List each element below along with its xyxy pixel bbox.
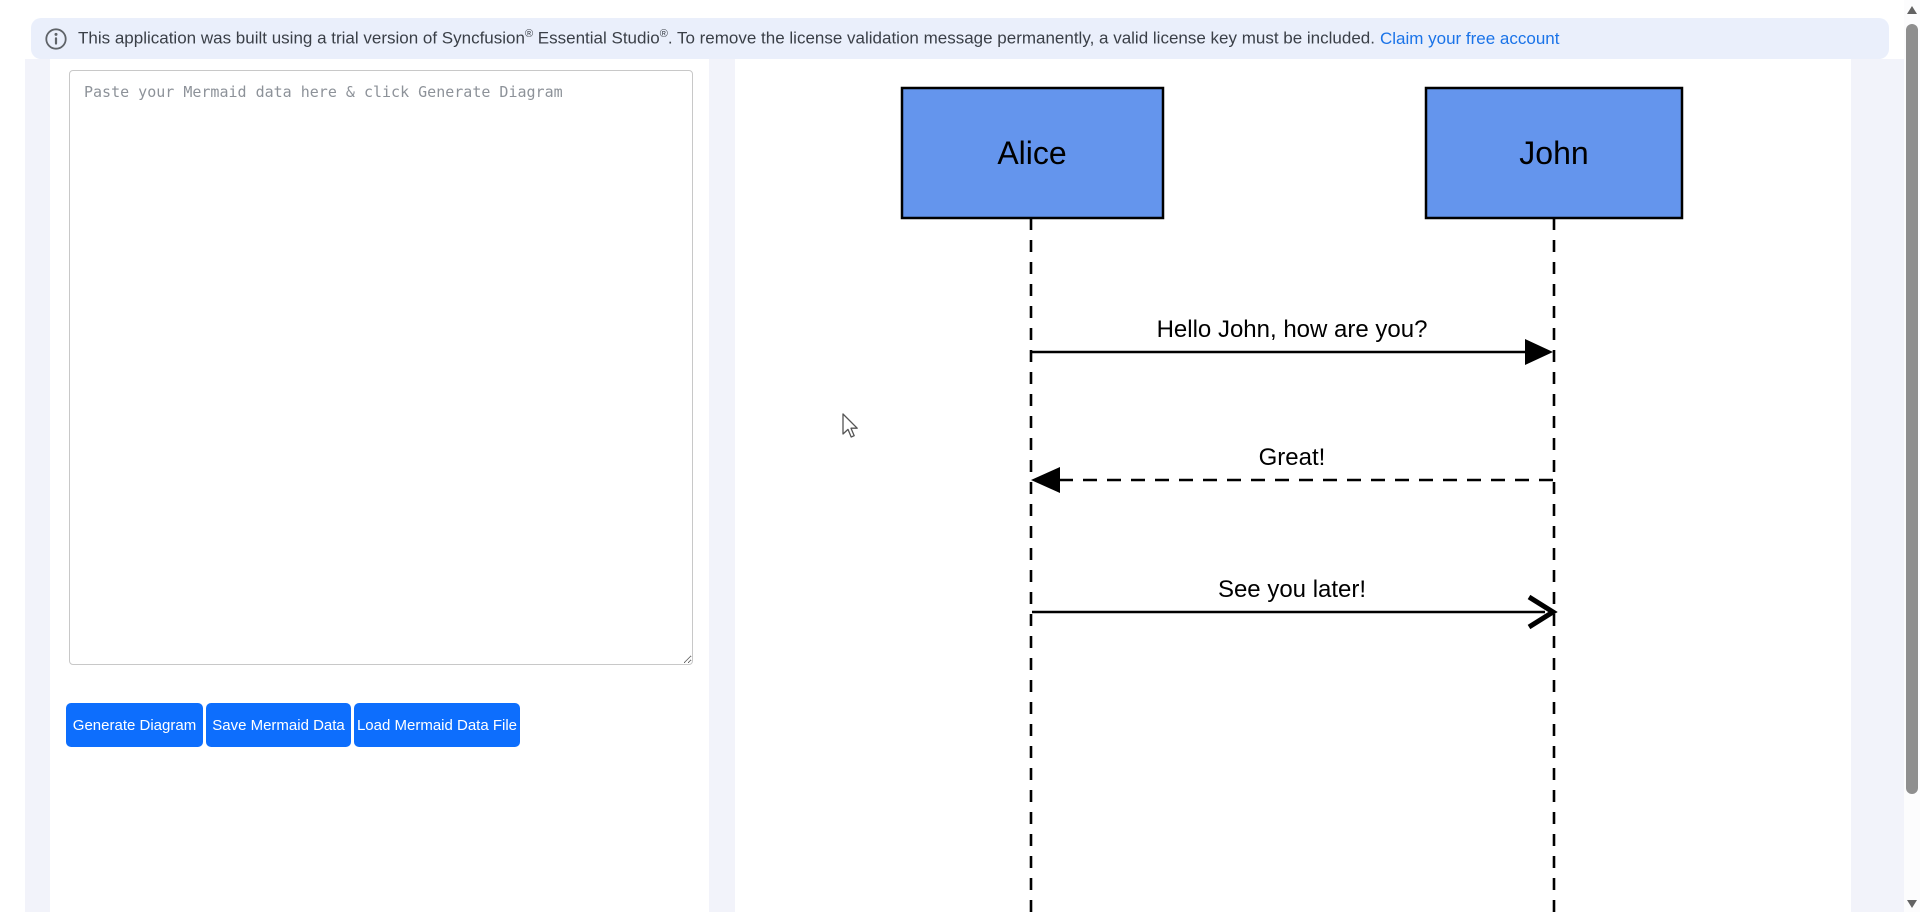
- info-icon: [45, 27, 67, 50]
- message-2[interactable]: Great!: [1031, 444, 1554, 493]
- scrollbar-up-arrow-icon[interactable]: [1907, 6, 1917, 14]
- actor-john[interactable]: John: [1424, 86, 1684, 220]
- message-3-label: See you later!: [1218, 576, 1366, 603]
- panel-divider: [709, 59, 735, 912]
- generate-diagram-button[interactable]: Generate Diagram: [66, 703, 203, 747]
- message-1[interactable]: Hello John, how are you?: [1032, 316, 1553, 365]
- message-3[interactable]: See you later!: [1032, 576, 1558, 630]
- license-message-part3: . To remove the license validation messa…: [667, 28, 1375, 48]
- registered-mark: ®: [659, 28, 668, 41]
- registered-mark: ®: [524, 28, 534, 41]
- claim-free-account-link[interactable]: Claim your free account: [1379, 28, 1560, 48]
- page-gutter-right: [1851, 59, 1904, 912]
- load-mermaid-data-file-button[interactable]: Load Mermaid Data File: [354, 703, 520, 747]
- license-message-part2: Essential Studio: [533, 28, 660, 48]
- scrollbar-thumb[interactable]: [1906, 24, 1918, 794]
- license-message: This application was built using a trial…: [78, 28, 1559, 49]
- message-3-arrowhead: [1527, 594, 1558, 630]
- actor-alice[interactable]: Alice: [900, 86, 1165, 220]
- diagram-canvas[interactable]: Alice John Hello John, how are you? Grea…: [735, 59, 1851, 912]
- save-mermaid-data-button[interactable]: Save Mermaid Data: [206, 703, 351, 747]
- scrollbar-down-arrow-icon[interactable]: [1907, 900, 1917, 908]
- mouse-cursor-icon: [842, 413, 858, 438]
- editor-toolbar: Generate Diagram Save Mermaid Data Load …: [66, 703, 523, 747]
- vertical-scrollbar[interactable]: [1904, 0, 1920, 912]
- message-1-arrowhead: [1525, 339, 1553, 365]
- license-message-part1: This application was built using a trial…: [78, 28, 525, 48]
- message-2-arrowhead: [1031, 467, 1060, 493]
- actor-alice-label: Alice: [997, 135, 1066, 171]
- page-gutter-left: [25, 59, 50, 912]
- actor-john-label: John: [1519, 135, 1588, 171]
- license-banner: This application was built using a trial…: [31, 18, 1889, 59]
- mermaid-data-input[interactable]: [69, 70, 693, 665]
- message-2-label: Great!: [1259, 444, 1326, 471]
- message-1-label: Hello John, how are you?: [1157, 316, 1428, 343]
